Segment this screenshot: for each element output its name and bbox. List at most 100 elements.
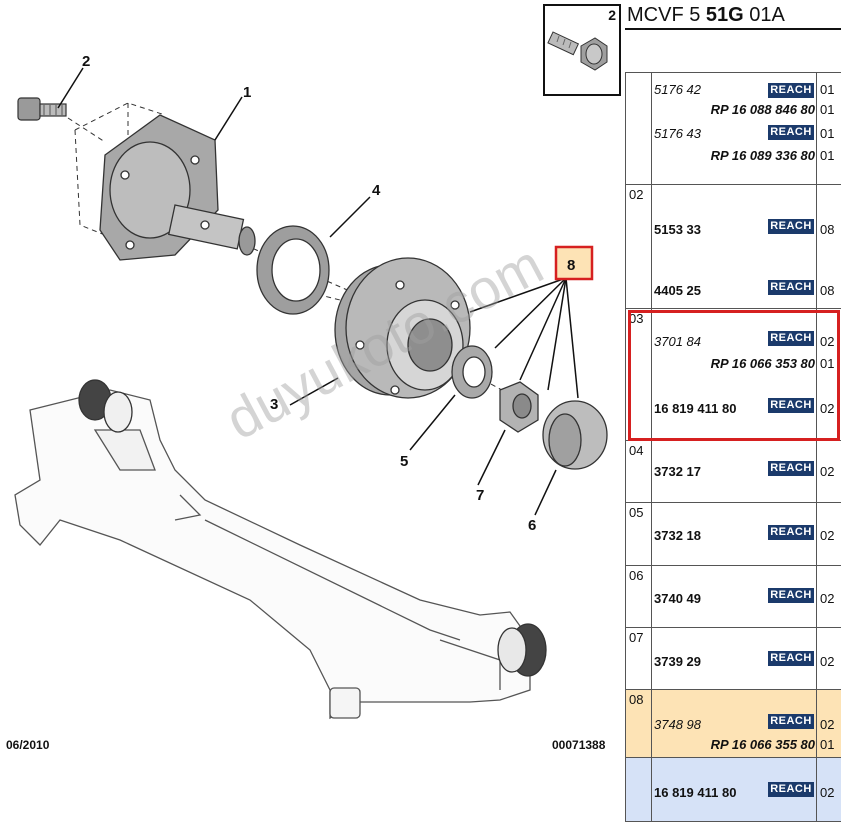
parts-row[interactable]: 16 819 411 80 REACH 02 [626,782,841,804]
callout-8-box[interactable]: 8 [554,245,594,281]
part-number: 16 819 411 80 [654,785,737,800]
part-number: 5176 43 [654,126,701,141]
thumbnail-number: 2 [608,7,616,23]
front-bushing [78,379,133,433]
stub-axle-part-1 [99,114,256,261]
part-number: 16 819 411 80 [654,401,737,416]
parts-row[interactable]: 3732 18 REACH 02 [626,525,841,547]
reach-badge: REACH [768,331,814,346]
rp-number: RP 16 088 846 80 [710,102,815,117]
part-number: 5153 33 [654,222,701,237]
parts-row[interactable]: RP 16 066 353 80 01 [626,353,841,375]
quantity: 02 [820,717,835,732]
reach-badge: REACH [768,83,814,98]
parts-row[interactable]: 5176 43 REACH 01 [626,123,841,145]
callout-3: 3 [270,396,278,413]
reach-badge: REACH [768,461,814,476]
part-number: 3732 18 [654,528,701,543]
parts-row[interactable]: 3732 17 REACH 02 [626,461,841,483]
group-number: 02 [629,187,644,202]
parts-row[interactable]: 3748 98 REACH 02 [626,714,841,736]
quantity: 02 [820,401,835,416]
parts-row[interactable]: 4405 25 REACH 08 [626,280,841,302]
parts-group: 07 3739 29 REACH 02 [625,627,841,689]
parts-row[interactable]: RP 16 089 336 80 01 [626,145,841,167]
group-number: 03 [629,311,644,326]
parts-row[interactable]: 3739 29 REACH 02 [626,651,841,673]
group-number: 06 [629,568,644,583]
callout-1: 1 [243,84,251,101]
callout-2: 2 [82,53,90,70]
parts-row[interactable]: 3740 49 REACH 02 [626,588,841,610]
date-label: 06/2010 [6,738,50,752]
reach-badge: REACH [768,714,814,729]
rear-bushing [497,623,547,677]
leader-lines [57,67,579,516]
cap-part-6 [542,400,608,470]
reach-badge: REACH [768,280,814,295]
parts-row[interactable]: 5176 42 REACH 01 [626,79,841,101]
rp-number: RP 16 089 336 80 [710,148,815,163]
quantity: 01 [820,737,835,752]
parts-group: 02 5153 33 REACH 08 4405 25 REACH 08 [625,184,841,308]
callout-8: 8 [567,257,575,274]
part-number: 5176 42 [654,82,701,97]
part-number: 3701 84 [654,334,701,349]
quantity: 08 [820,222,835,237]
group-number: 04 [629,443,644,458]
callout-7: 7 [476,487,484,504]
reach-badge: REACH [768,782,814,797]
quantity: 02 [820,528,835,543]
title-prefix: MCVF 5 [627,4,706,26]
parts-row[interactable]: RP 16 066 355 80 01 [626,734,841,756]
quantity: 02 [820,591,835,606]
washer-part-5 [451,345,493,399]
quantity: 01 [820,356,835,371]
rp-number: RP 16 066 355 80 [710,737,815,752]
quantity: 08 [820,283,835,298]
bolt-thumbnail-icon [547,31,608,71]
parts-group: 5176 42 REACH 01 RP 16 088 846 80 01 517… [625,72,841,184]
reach-badge: REACH [768,125,814,140]
bolt-part-2 [17,97,67,121]
parts-row[interactable]: 3701 84 REACH 02 [626,331,841,353]
quantity: 02 [820,654,835,669]
quantity: 01 [820,102,835,117]
part-number: 3748 98 [654,717,701,732]
part-number: 3740 49 [654,591,701,606]
group-number: 08 [629,692,644,707]
group-number: 05 [629,505,644,520]
title-suffix: 01A [743,4,785,26]
reach-badge: REACH [768,219,814,234]
reach-badge: REACH [768,398,814,413]
parts-group: 08 3748 98 REACH 02 RP 16 066 355 80 01 [625,689,841,757]
callout-4: 4 [372,182,381,199]
parts-group: 06 3740 49 REACH 02 [625,565,841,627]
parts-group: 16 819 411 80 REACH 02 [625,757,841,822]
group-number: 07 [629,630,644,645]
parts-row[interactable]: 5153 33 REACH 08 [626,219,841,241]
part-number: 3739 29 [654,654,701,669]
part-number: 4405 25 [654,283,701,298]
parts-group: 05 3732 18 REACH 02 [625,502,841,565]
quantity: 01 [820,148,835,163]
quantity: 01 [820,126,835,141]
parts-row[interactable]: RP 16 088 846 80 01 [626,99,841,121]
exploded-diagram: 2 1 4 3 5 7 6 8 duyukoto.com 06/2010 000… [6,53,608,752]
nut-part-7 [499,381,539,433]
parts-group: 03 3701 84 REACH 02 RP 16 066 353 80 01 … [625,308,841,440]
title-bold: 51G [705,4,744,26]
quantity: 01 [820,82,835,97]
bolt-thumbnail[interactable]: 2 [543,4,621,96]
parts-row[interactable]: 16 819 411 80 REACH 02 [626,398,841,420]
rear-axle-beam [14,389,531,720]
callout-5: 5 [400,453,408,470]
parts-group: 04 3732 17 REACH 02 [625,440,841,502]
hub-part-3 [334,257,471,399]
quantity: 02 [820,464,835,479]
quantity: 02 [820,334,835,349]
reach-badge: REACH [768,651,814,666]
seal-part-4 [256,225,330,315]
rp-number: RP 16 066 353 80 [710,356,815,371]
parts-panel: MCVF 5 51G 01A 5176 42 REACH 01 RP 16 08… [625,0,841,822]
